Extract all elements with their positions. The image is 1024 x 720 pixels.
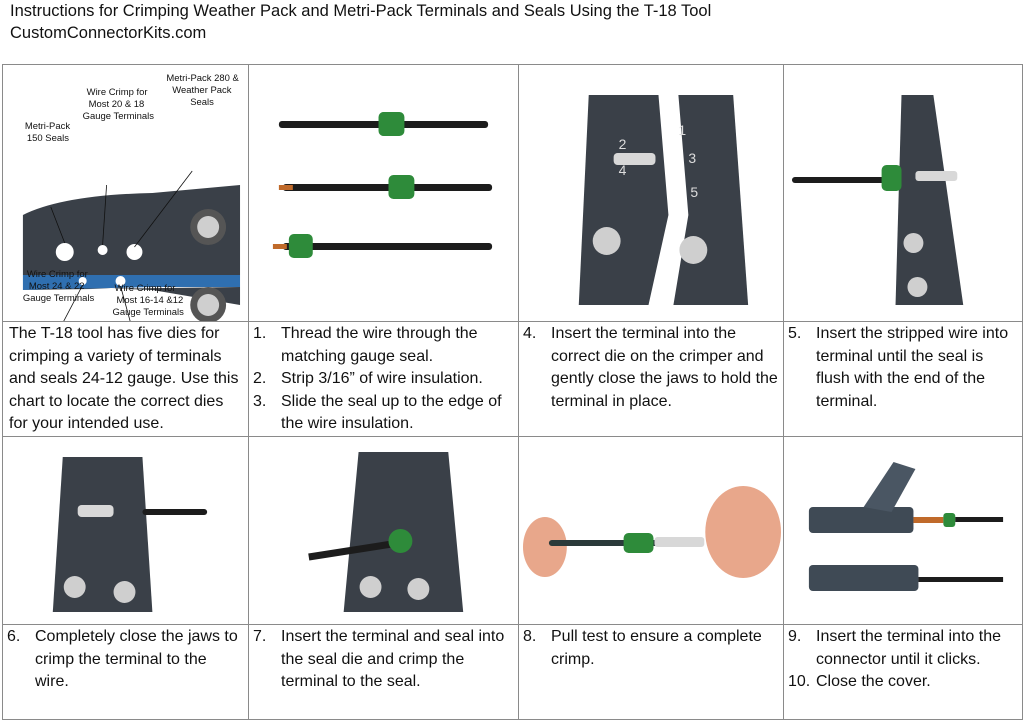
- steps-9-10-cell: 9. Insert the terminal into the connector…: [783, 624, 1023, 720]
- close-jaws-photo: [2, 436, 249, 625]
- step-5-cell: 5. Insert the stripped wire into terminal…: [783, 321, 1023, 437]
- die-number-3: 3: [688, 150, 696, 166]
- step-number: 6.: [7, 628, 21, 645]
- step-number: 2.: [253, 370, 267, 388]
- page-header: Instructions for Crimping Weather Pack a…: [10, 0, 711, 44]
- intro-text: The T-18 tool has five dies for crimping…: [9, 325, 239, 433]
- step-item: 8. Pull test to ensure a complete crimp.: [523, 626, 779, 671]
- step-number: 8.: [523, 628, 537, 645]
- label-wire-16-12-line1: Wire Crimp for: [115, 283, 176, 294]
- step-item: 7. Insert the terminal and seal into the …: [253, 626, 514, 694]
- label-wire-24-22-line2: Most 24 & 22: [29, 281, 85, 292]
- step-item: 2. Strip 3/16” of wire insulation.: [253, 368, 514, 391]
- step-text: Pull test to ensure a complete crimp.: [551, 628, 762, 668]
- step-number: 10.: [788, 673, 811, 691]
- step-text: Insert the terminal into the correct die…: [551, 325, 778, 410]
- site-name: CustomConnectorKits.com: [10, 24, 207, 42]
- step-item: 5. Insert the stripped wire into terminal…: [788, 323, 1018, 413]
- label-metri-150-line2: 150 Seals: [27, 133, 69, 144]
- die-number-1: 1: [678, 122, 686, 138]
- step-text: Thread the wire through the matching gau…: [281, 325, 478, 365]
- step-item: 10. Close the cover.: [788, 671, 1018, 694]
- step-text: Insert the stripped wire into terminal u…: [816, 325, 1009, 410]
- wire-into-terminal-photo: [783, 64, 1023, 322]
- label-wire-24-22-line1: Wire Crimp for: [27, 269, 88, 280]
- step-8-cell: 8. Pull test to ensure a complete crimp.: [518, 624, 784, 720]
- instruction-grid: Metri-Pack 150 Seals Wire Crimp for Most…: [2, 64, 1023, 720]
- step-number: 9.: [788, 628, 802, 645]
- page-title: Instructions for Crimping Weather Pack a…: [10, 2, 712, 20]
- step-7-cell: 7. Insert the terminal and seal into the …: [248, 624, 519, 720]
- step-item: 3. Slide the seal up to the edge of the w…: [253, 391, 514, 436]
- die-number-2: 2: [619, 136, 627, 152]
- step-item: 9. Insert the terminal into the connector…: [788, 626, 1018, 671]
- die-number-4: 4: [619, 162, 627, 178]
- step-text: Completely close the jaws to crimp the t…: [35, 628, 238, 691]
- label-metri-150-line1: Metri-Pack: [25, 121, 70, 132]
- terminal-in-die-photo: 1 2 3 4 5: [518, 64, 784, 322]
- step-6-cell: 6. Completely close the jaws to crimp the…: [2, 624, 249, 720]
- step-number: 7.: [253, 628, 267, 645]
- label-wire-16-12-line3: Gauge Terminals: [113, 307, 185, 318]
- steps-1-3-cell: 1. Thread the wire through the matching g…: [248, 321, 519, 437]
- label-wire-20-18-line1: Wire Crimp for: [87, 87, 148, 98]
- step-number: 5.: [788, 325, 802, 342]
- step-text: Close the cover.: [816, 673, 931, 691]
- label-wire-20-18-line2: Most 20 & 18: [89, 99, 145, 110]
- step-4-cell: 4. Insert the terminal into the correct d…: [518, 321, 784, 437]
- label-metri-280-line1: Metri-Pack 280 &: [166, 73, 239, 84]
- pull-test-photo: [518, 436, 784, 625]
- label-wire-16-12-line2: Most 16-14 &12: [117, 295, 184, 306]
- step-item: 1. Thread the wire through the matching g…: [253, 323, 514, 368]
- step-text: Strip 3/16” of wire insulation.: [281, 370, 483, 388]
- step-number: 1.: [253, 325, 267, 342]
- step-text: Insert the terminal into the connector u…: [816, 628, 1001, 668]
- step-number: 4.: [523, 325, 537, 342]
- seal-die-photo: [248, 436, 519, 625]
- connector-photo: [783, 436, 1023, 625]
- label-metri-280-line2: Weather Pack: [172, 85, 231, 96]
- step-item: 4. Insert the terminal into the correct d…: [523, 323, 779, 413]
- label-wire-20-18-line3: Gauge Terminals: [83, 111, 155, 122]
- label-wire-24-22-line3: Gauge Terminals: [23, 293, 95, 304]
- seal-wire-photo: [248, 64, 519, 322]
- die-number-5: 5: [690, 184, 698, 200]
- step-text: Insert the terminal and seal into the se…: [281, 628, 505, 691]
- step-text: Slide the seal up to the edge of the wir…: [281, 392, 502, 433]
- intro-cell: The T-18 tool has five dies for crimping…: [2, 321, 249, 437]
- label-metri-280-line3: Seals: [190, 97, 214, 108]
- tool-dies-diagram: Metri-Pack 150 Seals Wire Crimp for Most…: [2, 64, 249, 322]
- step-number: 3.: [253, 392, 267, 410]
- step-item: 6. Completely close the jaws to crimp the…: [7, 626, 244, 694]
